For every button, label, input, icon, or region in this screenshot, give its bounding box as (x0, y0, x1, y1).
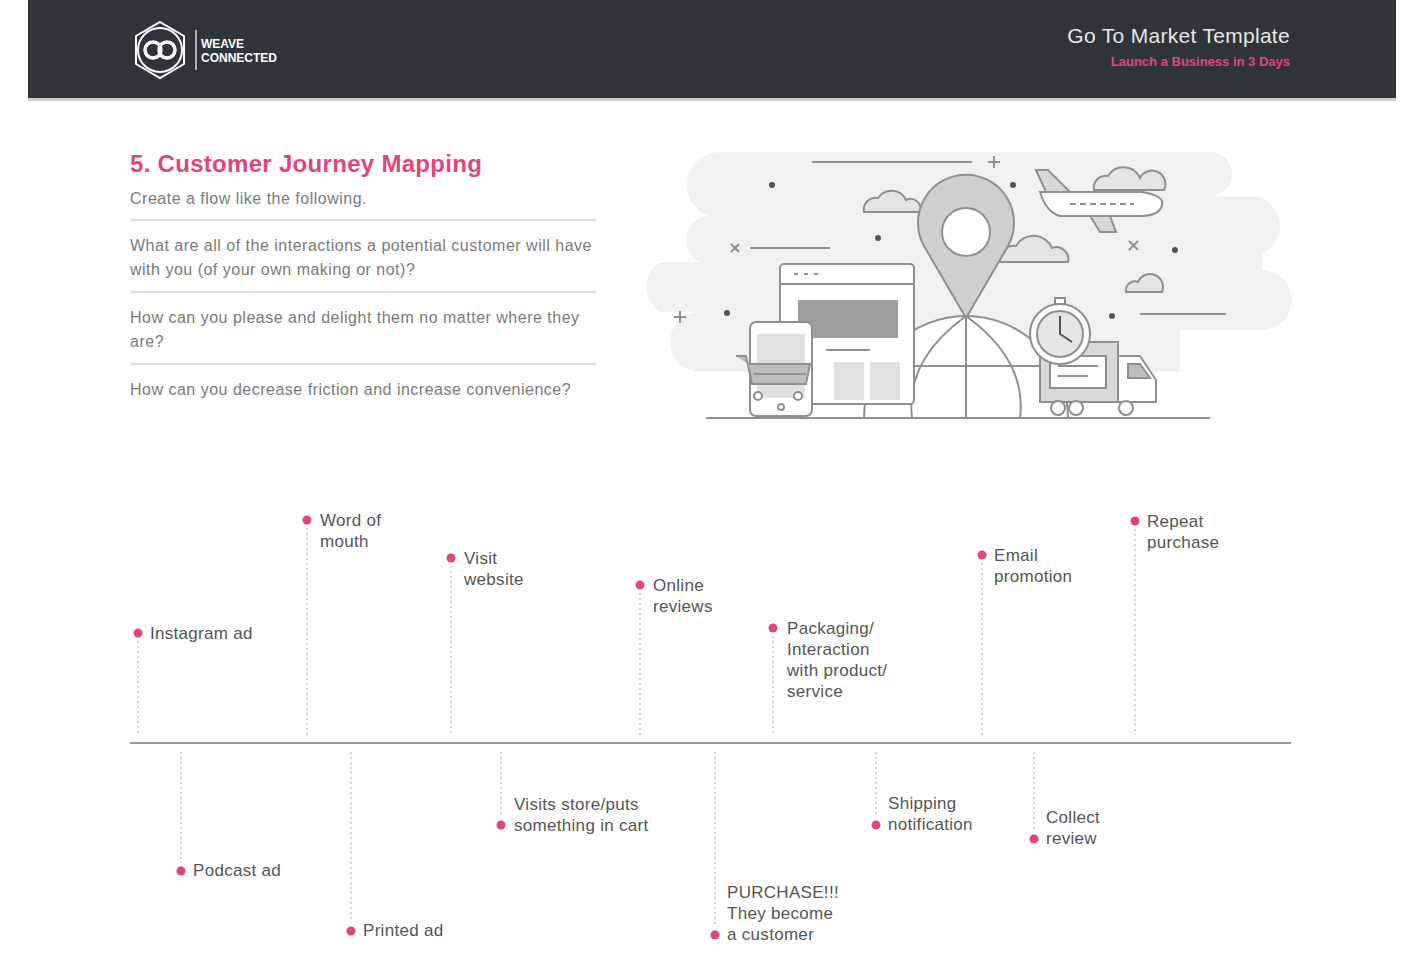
touchpoint-label: PURCHASE!!! They become a customer (727, 882, 847, 945)
header-shadow (28, 98, 1396, 101)
header-title: Go To Market Template (1067, 24, 1290, 48)
touchpoint-label: Visit website (464, 548, 536, 590)
intro-text: Create a flow like the following. (130, 187, 600, 211)
header-subtitle: Launch a Business in 3 Days (1111, 54, 1290, 69)
logo-word: CONNECTED (201, 51, 277, 65)
logo (136, 22, 196, 78)
touchpoint-label: Printed ad (363, 920, 493, 941)
touchpoint-label: Visits store/puts something in cart (514, 794, 679, 836)
touchpoint-label: Packaging/ Interaction with product/ ser… (787, 618, 899, 702)
question-text: How can you decrease friction and increa… (130, 378, 600, 402)
touchpoint-label: Word of mouth (320, 510, 392, 552)
journey-timeline (130, 516, 1291, 940)
question-text: What are all of the interactions a poten… (130, 234, 600, 282)
question-text: How can you please and delight them no m… (130, 306, 600, 354)
logistics-illustration (647, 152, 1292, 418)
section-title: 5. Customer Journey Mapping (130, 150, 482, 178)
touchpoint-label: Podcast ad (193, 860, 323, 881)
touchpoint-label: Collect review (1046, 807, 1118, 849)
touchpoint-label: Online reviews (653, 575, 725, 617)
logo-word: WEAVE (201, 37, 244, 51)
touchpoint-label: Email promotion (994, 545, 1090, 587)
header-bar (28, 0, 1396, 98)
touchpoint-label: Repeat purchase (1147, 511, 1239, 553)
touchpoint-label: Shipping notification (888, 793, 992, 835)
touchpoint-label: Instagram ad (150, 623, 290, 644)
